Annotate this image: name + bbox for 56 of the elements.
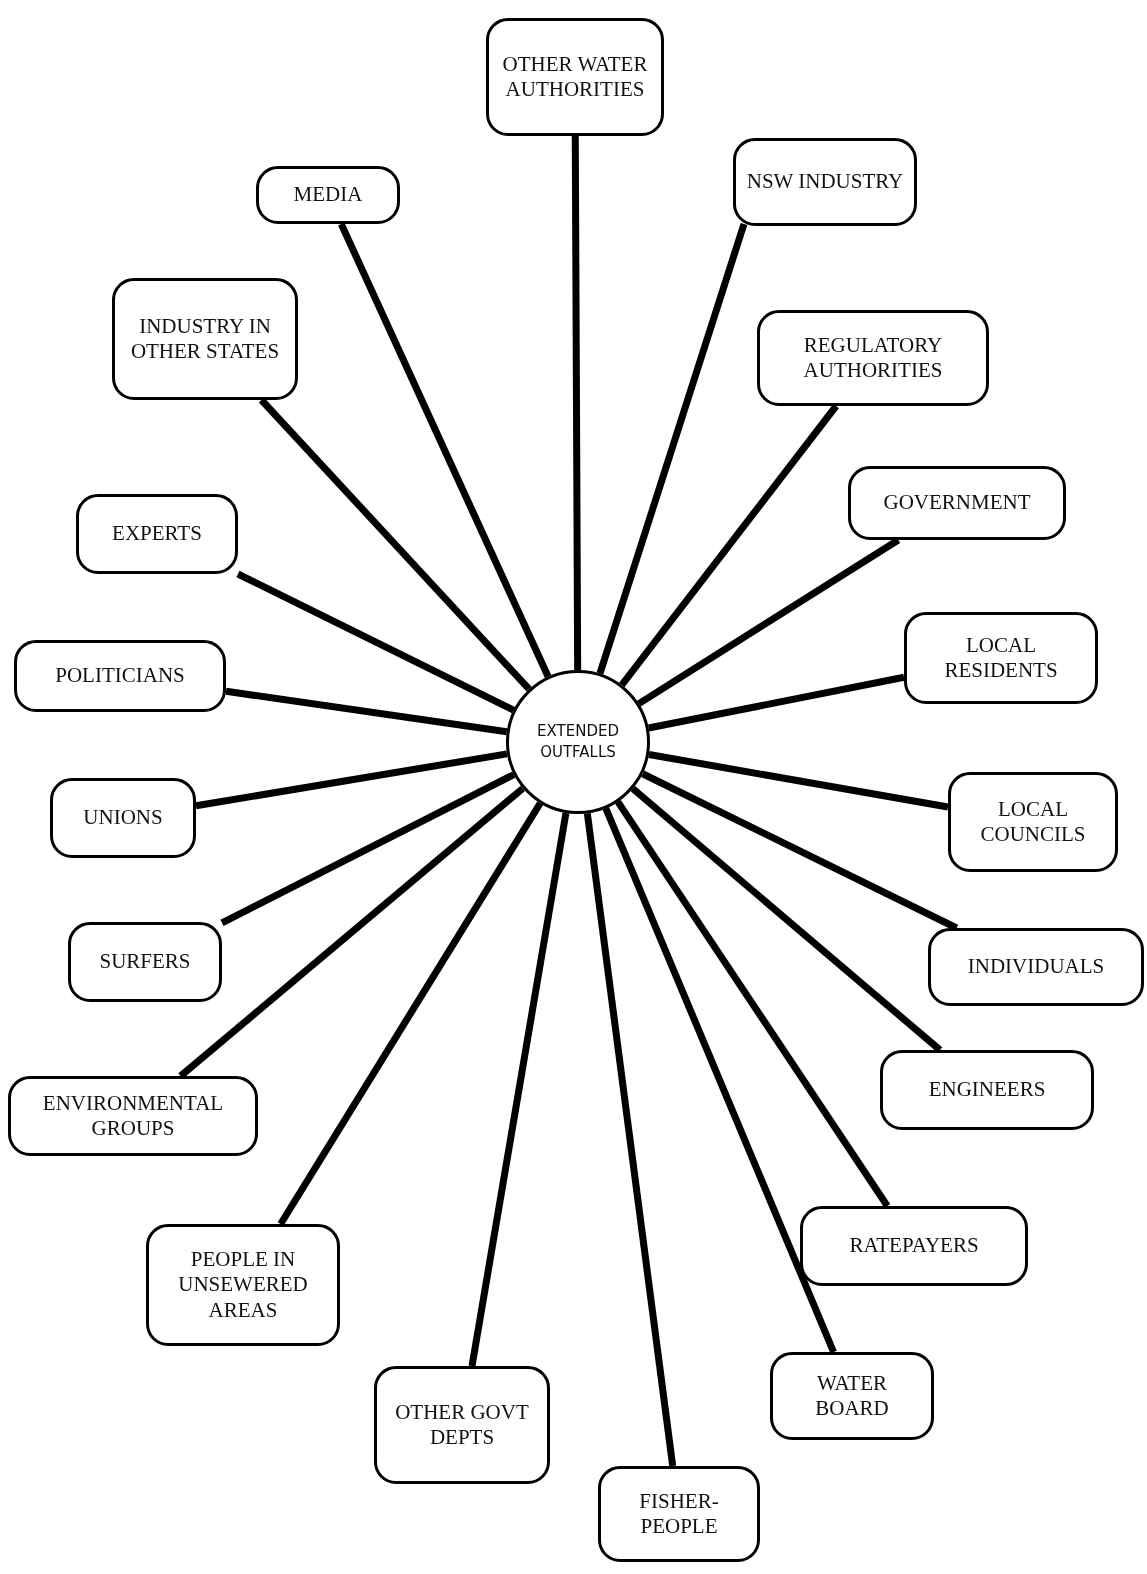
- connector-line: [195, 750, 508, 810]
- stakeholder-box: [76, 494, 238, 574]
- connector-line: [571, 136, 582, 670]
- connector-line: [236, 570, 515, 714]
- stakeholder-box: [14, 640, 226, 712]
- stakeholder-box: [948, 772, 1118, 872]
- stakeholder-box: [770, 1352, 934, 1440]
- node-label: REGULATORY AUTHORITIES: [802, 332, 944, 384]
- connector-line: [225, 687, 508, 736]
- node-label: ENVIRONMENTAL GROUPS: [41, 1090, 225, 1142]
- stakeholder-box: [486, 18, 664, 136]
- connector-line: [647, 673, 905, 732]
- stakeholder-box: [598, 1466, 760, 1562]
- node-label: LOCAL RESIDENTS: [943, 632, 1059, 684]
- node-label: OTHER WATER AUTHORITIES: [501, 51, 649, 103]
- node-label: INDIVIDUALS: [967, 954, 1105, 980]
- connector-line: [615, 799, 891, 1208]
- connector-line: [648, 751, 949, 811]
- stakeholder-box: [733, 138, 917, 226]
- node-label: NSW INDUSTRY: [746, 169, 904, 195]
- node-label: SURFERS: [99, 949, 191, 975]
- node-label: EXPERTS: [112, 521, 202, 547]
- node-label: FISHER-PEOPLE: [638, 1488, 720, 1540]
- stakeholder-box: [800, 1206, 1028, 1286]
- node-label: PEOPLE IN UNSEWERED AREAS: [177, 1247, 309, 1323]
- stakeholder-box: [904, 612, 1098, 704]
- stakeholder-box: [112, 278, 298, 400]
- stakeholder-box: [928, 928, 1144, 1006]
- node-label: RATEPAYERS: [849, 1233, 979, 1259]
- node-label: GOVERNMENT: [883, 490, 1031, 516]
- connector-line: [583, 812, 677, 1467]
- node-label: OTHER GOVT DEPTS: [394, 1399, 530, 1451]
- node-label: EXTENDED OUTFALLS: [536, 721, 620, 763]
- connector-line: [220, 771, 516, 926]
- stakeholder-box: [68, 922, 222, 1002]
- connector-line: [338, 222, 552, 678]
- node-label: WATER BOARD: [814, 1370, 890, 1422]
- stakeholder-box: [146, 1224, 340, 1346]
- node-label: POLITICIANS: [55, 663, 185, 689]
- connector-line: [596, 222, 748, 675]
- node-label: MEDIA: [293, 182, 363, 208]
- stakeholder-box: [256, 166, 400, 224]
- hub-circle: [506, 670, 650, 814]
- stakeholder-box: [8, 1076, 258, 1156]
- stakeholder-box: [50, 778, 196, 858]
- connector-line: [468, 812, 570, 1367]
- stakeholder-box: [848, 466, 1066, 540]
- node-label: ENGINEERS: [928, 1077, 1046, 1103]
- stakeholder-box: [757, 310, 989, 406]
- node-label: LOCAL COUNCILS: [979, 796, 1087, 848]
- connector-line: [602, 807, 837, 1354]
- node-label: UNIONS: [83, 805, 163, 831]
- stakeholder-box: [374, 1366, 550, 1484]
- stakeholder-box: [880, 1050, 1094, 1130]
- connector-line: [277, 801, 544, 1226]
- node-label: INDUSTRY IN OTHER STATES: [129, 313, 281, 365]
